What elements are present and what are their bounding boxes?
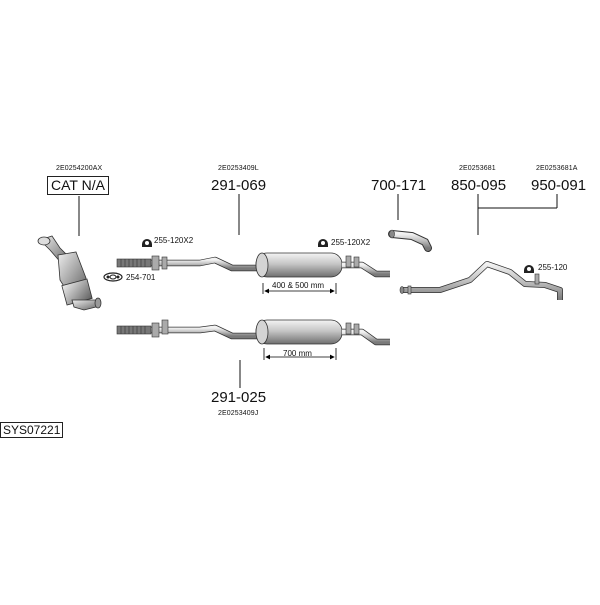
front-gasket-label: 254-701 [126, 273, 156, 282]
rear-clamp-label: 255-120 [538, 263, 568, 272]
elbow-part-number: 700-171 [371, 177, 427, 194]
lower-pipe-part [116, 319, 390, 346]
catalytic-converter-part [37, 235, 102, 311]
clamp-icon [318, 239, 328, 247]
rear-part-number-2: 950-091 [531, 177, 587, 194]
rear-oem-number-2: 2E0253681A [536, 165, 578, 172]
rear-pipe-part [399, 261, 563, 300]
front-part-number: 291-069 [211, 177, 267, 194]
system-code-box: SYS07221 [0, 422, 64, 438]
front-dimension-label: 400 & 500 mm [272, 281, 325, 290]
lower-part-number: 291-025 [211, 389, 267, 406]
lower-oem-number: 2E0253409J [218, 410, 259, 417]
elbow-pipe-part [388, 229, 432, 252]
clamp-icon [524, 265, 534, 273]
cat-oem-number: 2E0254200AX [56, 165, 103, 172]
front-mid-clamp-label: 255-120X2 [331, 238, 371, 247]
clamp-icon [142, 239, 152, 247]
front-oem-number: 2E0253409L [218, 165, 259, 172]
front-pipe-part [116, 252, 390, 278]
lower-dimension-label: 700 mm [283, 349, 312, 358]
lower-dimension-line [263, 348, 337, 360]
front-clamp-label: 255-120X2 [154, 236, 194, 245]
rear-part-number-1: 850-095 [451, 177, 507, 194]
gasket-icon [103, 272, 123, 282]
front-dimension-line [262, 283, 337, 294]
leader-lines [78, 194, 558, 388]
rear-oem-number-1: 2E0253681 [459, 165, 496, 172]
cat-part-box: CAT N/A [47, 176, 109, 195]
